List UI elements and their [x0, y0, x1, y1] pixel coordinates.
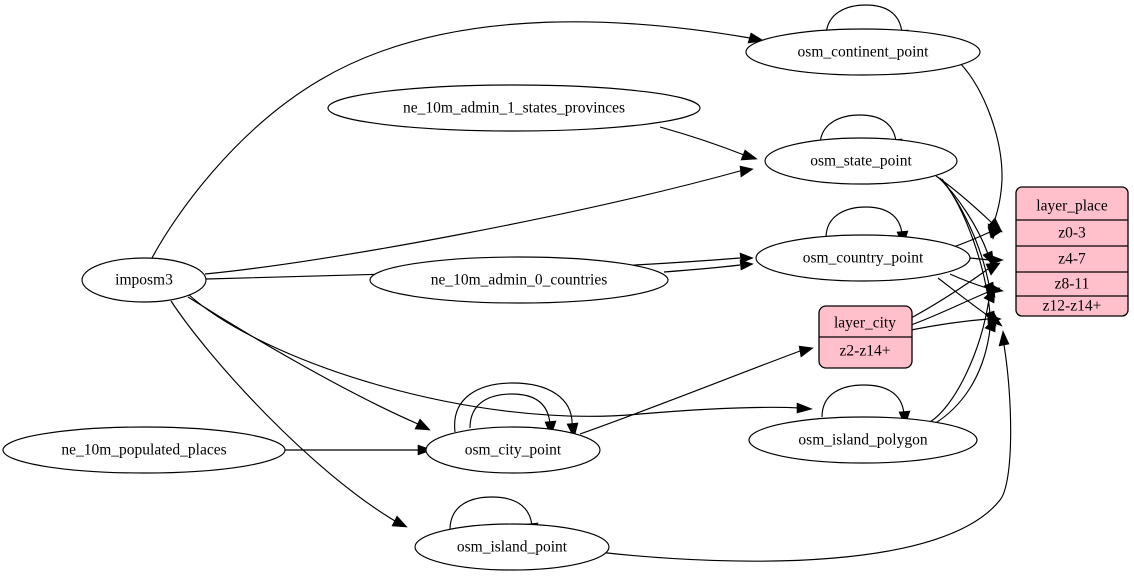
record-title-layer_place: layer_place: [1036, 198, 1108, 215]
edge-osm_island_polygon-to-layer_place-z12-z14: [933, 316, 997, 425]
record-node-layer_place[interactable]: layer_place z0-3 z4-7 z8-11 z12-z14+: [1015, 186, 1129, 317]
node-label-osm_continent_point: osm_continent_point: [798, 44, 930, 61]
node-ne_10m_admin_1_states_provinces[interactable]: ne_10m_admin_1_states_provinces: [327, 84, 701, 132]
node-layer: imposm3 ne_10m_admin_1_states_provinces …: [2, 28, 981, 571]
node-imposm3[interactable]: imposm3: [81, 257, 207, 303]
edge-imposm3-to-osm_state_point: [204, 165, 754, 275]
edge-ne_countries-to-osm_country_point: [663, 259, 754, 273]
node-ne_10m_admin_0_countries[interactable]: ne_10m_admin_0_countries: [369, 256, 669, 304]
node-osm_continent_point[interactable]: osm_continent_point: [745, 28, 981, 76]
edge-osm_state_point-to-layer_place-z8-11: [939, 177, 996, 298]
node-label-osm_country_point: osm_country_point: [803, 250, 924, 267]
record-row-layer_place-1[interactable]: z4-7: [1058, 251, 1086, 268]
edge-ne_states-to-osm_state_point: [659, 126, 758, 161]
node-ne_10m_populated_places[interactable]: ne_10m_populated_places: [2, 426, 286, 474]
node-osm_island_polygon[interactable]: osm_island_polygon: [748, 416, 978, 464]
node-label-ne_countries: ne_10m_admin_0_countries: [431, 272, 608, 289]
edge-ne_populated-to-osm_city_point: [285, 444, 433, 456]
record-row-layer_city-0[interactable]: z2-z14+: [840, 343, 891, 360]
edge-osm_island_point-to-layer_place-z12-z14: [597, 330, 1012, 562]
record-layer: layer_place z0-3 z4-7 z8-11 z12-z14+ lay…: [818, 186, 1129, 369]
edge-imposm3-to-osm_continent_point: [151, 21, 765, 259]
edge-self-loop-outer-osm_city_point: [454, 382, 579, 439]
edge-imposm3-to-osm_island_point: [170, 300, 408, 528]
node-osm_island_point[interactable]: osm_island_point: [414, 523, 610, 571]
node-label-imposm3: imposm3: [115, 272, 173, 289]
edge-layer: [151, 4, 1012, 562]
node-label-osm_island_polygon: osm_island_polygon: [798, 432, 927, 449]
record-row-layer_place-0[interactable]: z0-3: [1058, 225, 1086, 242]
node-label-ne_states: ne_10m_admin_1_states_provinces: [403, 100, 625, 117]
node-osm_city_point[interactable]: osm_city_point: [425, 426, 601, 474]
edge-imposm3-to-osm_city_point: [187, 296, 431, 431]
node-label-osm_island_point: osm_island_point: [457, 539, 568, 556]
edge-osm_city_point-to-layer_city: [579, 345, 814, 435]
node-label-ne_populated: ne_10m_populated_places: [61, 442, 226, 459]
record-row-layer_place-2[interactable]: z8-11: [1055, 276, 1090, 293]
node-label-osm_state_point: osm_state_point: [810, 153, 912, 170]
record-node-layer_city[interactable]: layer_city z2-z14+: [818, 305, 913, 369]
record-title-layer_city: layer_city: [834, 315, 896, 332]
edge-imposm3-to-osm_island_polygon: [187, 293, 813, 417]
node-label-osm_city_point: osm_city_point: [465, 442, 562, 459]
edge-layer_city-to-layer_place-z4-7: [910, 262, 1001, 319]
record-row-layer_place-3[interactable]: z12-z14+: [1043, 298, 1102, 315]
node-osm_state_point[interactable]: osm_state_point: [764, 137, 958, 185]
edge-osm_island_polygon-to-layer_place-z8-11: [929, 287, 996, 423]
node-osm_country_point[interactable]: osm_country_point: [755, 234, 971, 282]
